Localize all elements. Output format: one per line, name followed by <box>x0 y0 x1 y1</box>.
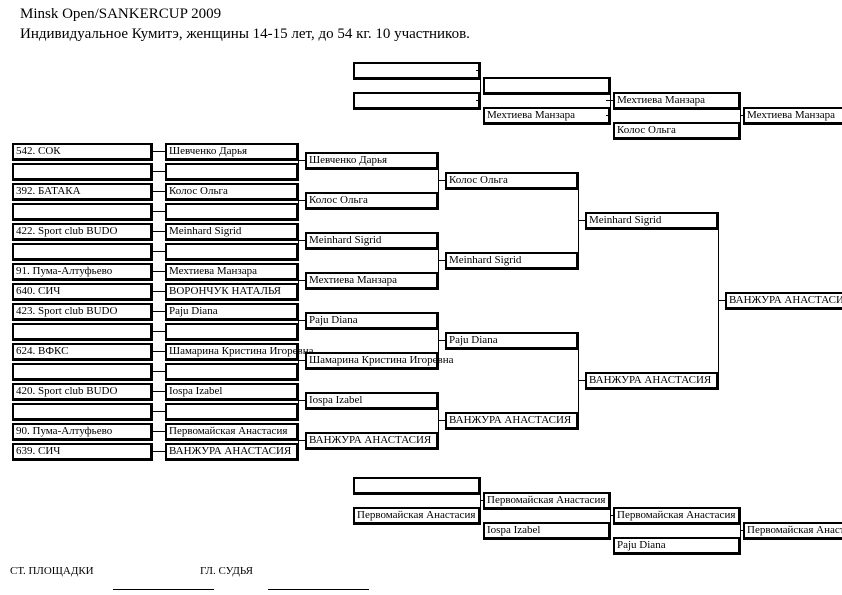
site-referee-label: СТ. ПЛОЩАДКИ <box>10 565 94 577</box>
club-slot <box>12 243 153 261</box>
site-referee-signature-line <box>113 589 214 590</box>
round2-slot: ВАНЖУРА АНАСТАСИЯ <box>445 412 579 430</box>
participant-slot: Iospa Izabel <box>165 383 299 401</box>
repechage-slot <box>483 77 611 95</box>
round1-slot: Шевченко Дарья <box>305 152 439 170</box>
repechage-slot: Iospa Izabel <box>483 522 611 540</box>
participant-slot: Шевченко Дарья <box>165 143 299 161</box>
club-slot <box>12 203 153 221</box>
repechage-slot: Первомайская Анастасия <box>353 507 481 525</box>
club-slot: 90. Пума-Алтуфьево <box>12 423 153 441</box>
round1-slot: Мехтиева Манзара <box>305 272 439 290</box>
repechage-slot: Paju Diana <box>613 537 741 555</box>
repechage-slot: Колос Ольга <box>613 122 741 140</box>
round1-slot: Колос Ольга <box>305 192 439 210</box>
semifinal-slot: ВАНЖУРА АНАСТАСИЯ <box>585 372 719 390</box>
participant-slot: Paju Diana <box>165 303 299 321</box>
club-slot: 639. СИЧ <box>12 443 153 461</box>
participant-slot <box>165 163 299 181</box>
club-slot <box>12 363 153 381</box>
repechage-slot: Мехтиева Манзара <box>483 107 611 125</box>
club-slot <box>12 163 153 181</box>
participant-slot <box>165 323 299 341</box>
club-slot <box>12 403 153 421</box>
repechage-slot <box>353 92 481 110</box>
club-slot: 624. ВФКС <box>12 343 153 361</box>
round1-slot: Iospa Izabel <box>305 392 439 410</box>
chief-judge-signature-line <box>268 589 369 590</box>
round2-slot: Колос Ольга <box>445 172 579 190</box>
round2-slot: Meinhard Sigrid <box>445 252 579 270</box>
participant-slot <box>165 403 299 421</box>
participant-slot: ВОРОНЧУК НАТАЛЬЯ <box>165 283 299 301</box>
page-subtitle: Индивидуальное Кумитэ, женщины 14-15 лет… <box>20 26 470 42</box>
round1-slot: Paju Diana <box>305 312 439 330</box>
chief-judge-label: ГЛ. СУДЬЯ <box>200 565 253 577</box>
participant-slot: Meinhard Sigrid <box>165 223 299 241</box>
participant-slot <box>165 363 299 381</box>
repechage-slot: Мехтиева Манзара <box>613 92 741 110</box>
page-title: Minsk Open/SANKERCUP 2009 <box>20 6 222 22</box>
club-slot: 422. Sport club BUDO <box>12 223 153 241</box>
club-slot <box>12 323 153 341</box>
semifinal-slot: Meinhard Sigrid <box>585 212 719 230</box>
participant-slot: Колос Ольга <box>165 183 299 201</box>
repechage-slot: Первомайская Анастасия <box>483 492 611 510</box>
club-slot: 392. БАТАКА <box>12 183 153 201</box>
club-slot: 640. СИЧ <box>12 283 153 301</box>
participant-slot: ВАНЖУРА АНАСТАСИЯ <box>165 443 299 461</box>
round1-slot: Meinhard Sigrid <box>305 232 439 250</box>
repechage-slot <box>353 62 481 80</box>
round1-slot: Шамарина Кристина Игоревна <box>305 352 454 370</box>
round2-slot: Paju Diana <box>445 332 579 350</box>
participant-slot <box>165 203 299 221</box>
club-slot: 423. Sport club BUDO <box>12 303 153 321</box>
round1-slot: ВАНЖУРА АНАСТАСИЯ <box>305 432 439 450</box>
participant-slot: Шамарина Кристина Игоревна <box>165 343 314 361</box>
club-slot: 420. Sport club BUDO <box>12 383 153 401</box>
participant-slot <box>165 243 299 261</box>
final-winner-slot: ВАНЖУРА АНАСТАСИЯ <box>725 292 842 310</box>
club-slot: 542. СОК <box>12 143 153 161</box>
repechage-winner-slot: Мехтиева Манзара <box>743 107 842 125</box>
club-slot: 91. Пума-Алтуфьево <box>12 263 153 281</box>
participant-slot: Мехтиева Манзара <box>165 263 299 281</box>
repechage-slot <box>353 477 481 495</box>
repechage-winner-slot: Первомайская Анастасия <box>743 522 842 540</box>
repechage-slot: Первомайская Анастасия <box>613 507 741 525</box>
participant-slot: Первомайская Анастасия <box>165 423 299 441</box>
